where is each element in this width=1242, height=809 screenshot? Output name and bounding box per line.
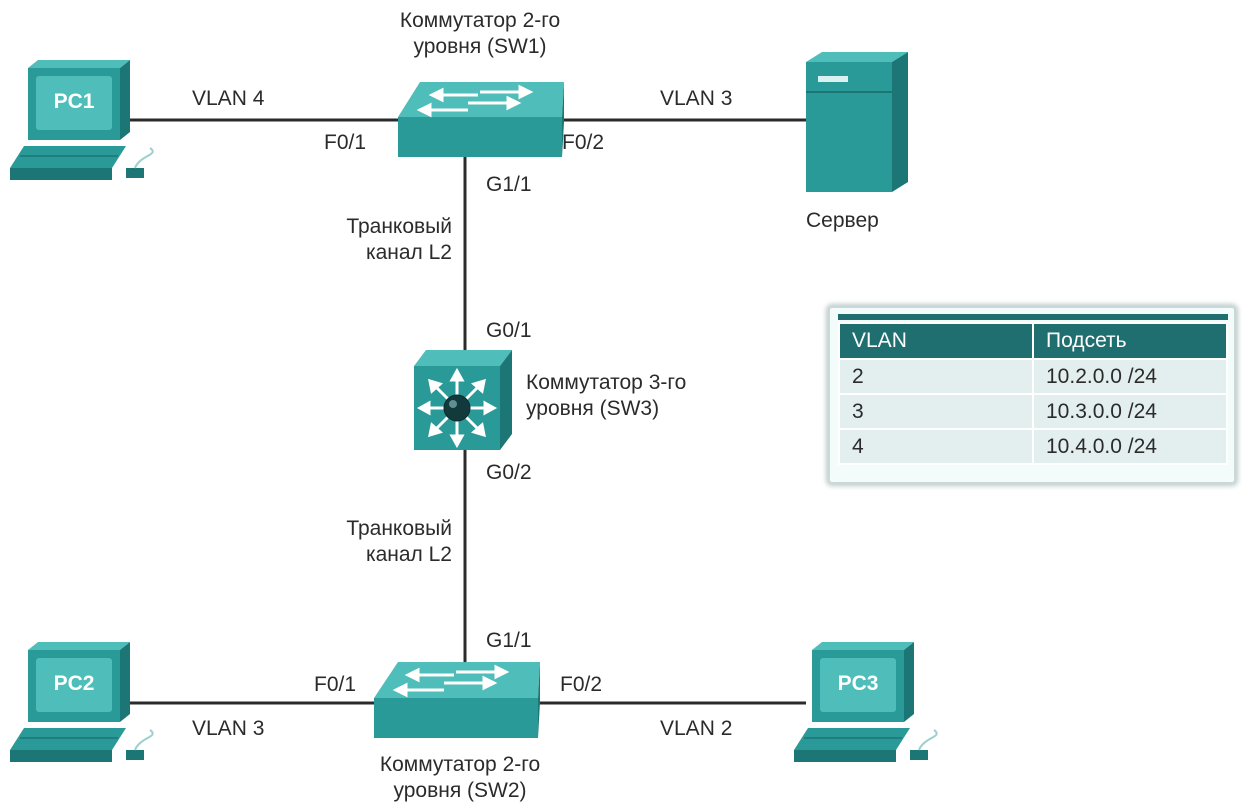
sw2-port-g11: G1/1: [486, 629, 532, 652]
sw3-label-line1: Коммутатор 3-го: [526, 371, 687, 394]
cell-subnet: 10.2.0.0 /24: [1032, 358, 1228, 395]
trunk-top-line1: Транковый: [346, 215, 452, 238]
pc3-name: PC3: [837, 672, 879, 695]
trunk-top-label: Транковый канал L2: [290, 214, 452, 266]
table-row: 4 10.4.0.0 /24: [838, 428, 1228, 465]
header-vlan: VLAN: [838, 322, 1034, 360]
pc1-icon: [10, 60, 154, 180]
table-row: 2 10.2.0.0 /24: [838, 358, 1228, 395]
sw2-port-f01: F0/1: [314, 673, 357, 696]
trunk-top-line2: канал L2: [365, 241, 452, 264]
cell-vlan: 2: [838, 358, 1034, 395]
cell-subnet: 10.4.0.0 /24: [1032, 428, 1228, 465]
switch-sw3-icon: [414, 350, 512, 450]
cell-subnet: 10.3.0.0 /24: [1032, 393, 1228, 430]
sw3-label: Коммутатор 3-го уровня (SW3): [526, 370, 686, 422]
server-vlan-label: VLAN 3: [660, 87, 733, 110]
sw3-label-line2: уровня (SW3): [526, 397, 660, 420]
sw1-label-line1: Коммутатор 2-го: [399, 9, 561, 32]
header-subnet: Подсеть: [1032, 322, 1228, 360]
sw2-label: Коммутатор 2-го уровня (SW2): [350, 752, 570, 804]
sw1-label: Коммутатор 2-го уровня (SW1): [370, 8, 590, 60]
switch-sw1-icon: [398, 82, 564, 157]
server-label: Сервер: [806, 209, 879, 232]
sw1-port-g11: G1/1: [486, 173, 532, 196]
cell-vlan: 4: [838, 428, 1034, 465]
table-top-bar: [838, 314, 1228, 320]
server-icon: [806, 52, 908, 192]
trunk-bottom-label: Транковый канал L2: [290, 516, 452, 568]
pc1-vlan-label: VLAN 4: [192, 87, 265, 110]
sw3-port-g02: G0/2: [486, 461, 532, 484]
pc3-icon: [794, 642, 938, 762]
pc1-name: PC1: [53, 90, 95, 113]
sw1-port-f01: F0/1: [324, 131, 367, 154]
trunk-bottom-line1: Транковый: [346, 517, 452, 540]
sw2-port-f02: F0/2: [560, 673, 603, 696]
table-header-row: VLAN Подсеть: [838, 322, 1228, 360]
switch-sw2-icon: [374, 662, 540, 738]
sw1-port-f02: F0/2: [562, 131, 605, 154]
pc2-icon: [10, 642, 154, 762]
sw2-label-line1: Коммутатор 2-го: [379, 753, 541, 776]
sw1-label-line2: уровня (SW1): [413, 35, 547, 58]
pc2-name: PC2: [53, 672, 95, 695]
vlan-subnet-table: VLAN Подсеть 2 10.2.0.0 /24 3 10.3.0.0 /…: [828, 306, 1236, 484]
cell-vlan: 3: [838, 393, 1034, 430]
pc2-vlan-label: VLAN 3: [192, 717, 265, 740]
sw2-label-line2: уровня (SW2): [393, 779, 527, 802]
sw3-port-g01: G0/1: [486, 319, 532, 342]
table-row: 3 10.3.0.0 /24: [838, 393, 1228, 430]
trunk-bottom-line2: канал L2: [365, 543, 452, 566]
pc3-vlan-label: VLAN 2: [660, 717, 733, 740]
vlan-table: VLAN Подсеть 2 10.2.0.0 /24 3 10.3.0.0 /…: [838, 322, 1228, 465]
